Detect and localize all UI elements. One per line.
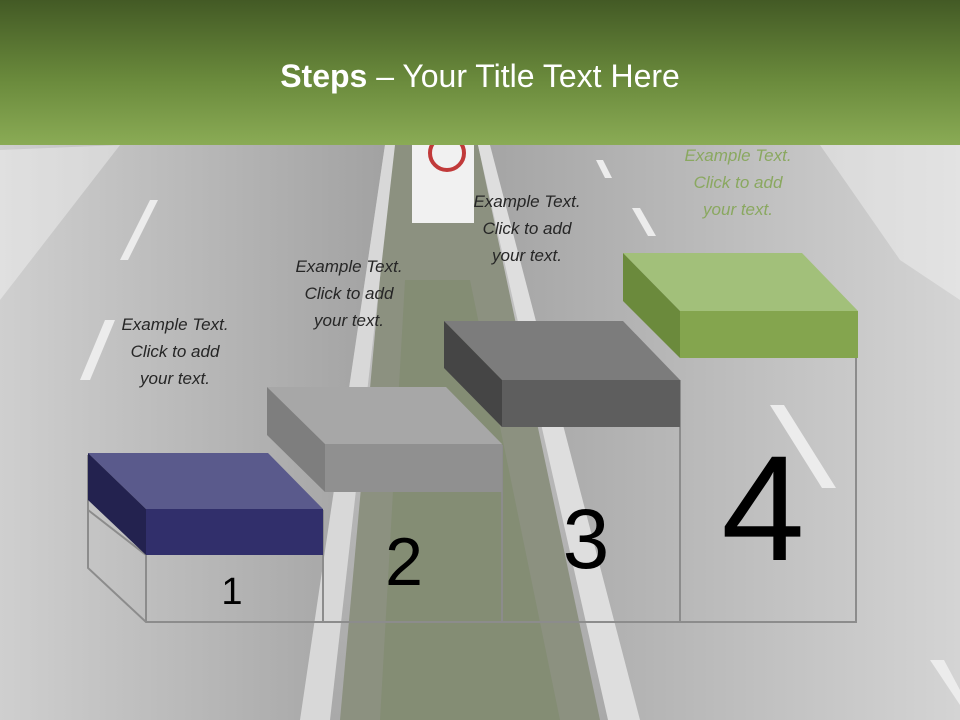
caption-line: your text. <box>703 200 773 219</box>
caption-line: Example Text. <box>684 146 792 165</box>
caption-line: Click to add <box>693 173 783 192</box>
caption-line: Click to add <box>482 219 572 238</box>
step-4-caption[interactable]: Example Text. Click to add your text. <box>658 142 818 223</box>
step-2-number: 2 <box>385 524 423 600</box>
slide-title[interactable]: Steps – Your Title Text Here <box>0 54 960 98</box>
caption-line: Click to add <box>130 342 220 361</box>
title-bold-text: Steps <box>280 58 368 94</box>
step-2-caption[interactable]: Example Text. Click to add your text. <box>269 253 429 334</box>
step-3-block[interactable] <box>444 321 680 427</box>
title-rest-text: – Your Title Text Here <box>367 58 680 94</box>
caption-line: your text. <box>140 369 210 388</box>
caption-line: Example Text. <box>295 257 403 276</box>
step-3-number: 3 <box>563 492 610 586</box>
step-1-block[interactable] <box>88 453 323 555</box>
title-bar <box>0 0 960 145</box>
step-2-block[interactable] <box>267 387 502 492</box>
step-4-number: 4 <box>721 424 804 592</box>
step-1-caption[interactable]: Example Text. Click to add your text. <box>95 311 255 392</box>
caption-line: Example Text. <box>121 315 229 334</box>
step-1-number: 1 <box>221 571 242 613</box>
step-4-block[interactable] <box>623 253 858 358</box>
caption-line: your text. <box>314 311 384 330</box>
step-3-caption[interactable]: Example Text. Click to add your text. <box>447 188 607 269</box>
caption-line: your text. <box>492 246 562 265</box>
caption-line: Click to add <box>304 284 394 303</box>
caption-line: Example Text. <box>473 192 581 211</box>
